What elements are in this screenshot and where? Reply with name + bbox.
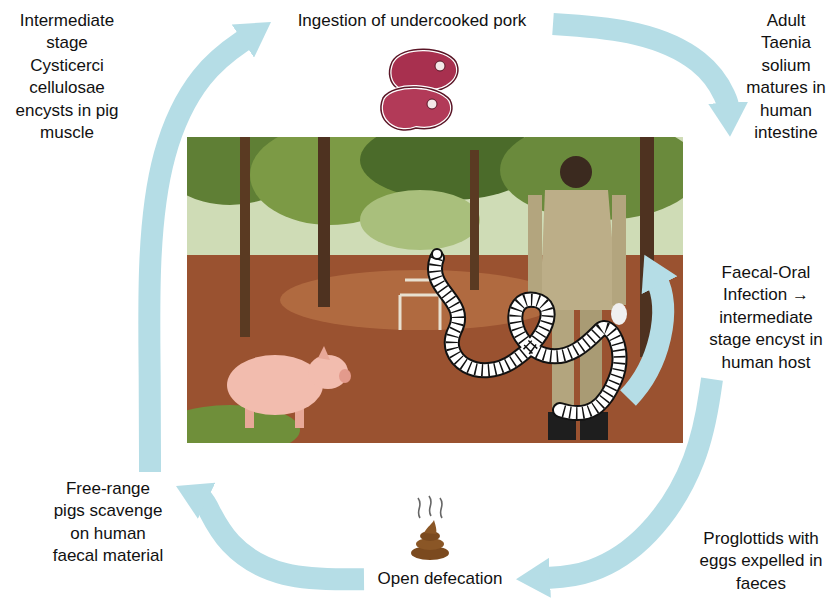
bone [435,61,445,71]
stage-text: Proglottids with eggs expelled in faeces [690,528,832,595]
tree-trunk [318,137,330,307]
stage-label: Intermediate stage Cysticerci cellulosae… [8,10,126,145]
stage-text: Open defecation [370,568,510,590]
stage-label: Ingestion of undercooked pork [277,10,547,32]
stage-text: Ingestion of undercooked pork [277,10,547,32]
photo-scene [187,137,683,443]
stage-label: Free-range pigs scavenge on human faecal… [50,478,166,568]
tree-trunk [470,150,479,290]
stage-text: Faecal-Oral Infection → intermediate sta… [700,262,832,374]
tapeworm [432,249,620,413]
stage-text: Intermediate stage Cysticerci cellulosae… [8,10,126,145]
foliage [360,190,480,250]
bone [427,99,437,109]
cycle-arrow [542,379,712,578]
faeces-icon [411,496,449,560]
stage-label: Faecal-Oral Infection → intermediate sta… [700,262,832,374]
stage-label: Adult Taenia solium matures in human int… [740,10,832,145]
cycle-arrow [199,497,364,579]
stage-label: Proglottids with eggs expelled in faeces [690,528,832,595]
tree-trunk [240,137,250,337]
pig [227,346,351,428]
steak [381,87,452,130]
stage-label: Open defecation [370,568,510,590]
stage-text: Adult Taenia solium matures in human int… [740,10,832,145]
infection-arrow [628,278,663,398]
steak-outline [381,87,452,130]
pork-icon [381,49,458,130]
stage-text: Free-range pigs scavenge on human faecal… [50,478,166,568]
cycle-arrow [553,24,729,111]
cycle-arrow [149,37,249,472]
